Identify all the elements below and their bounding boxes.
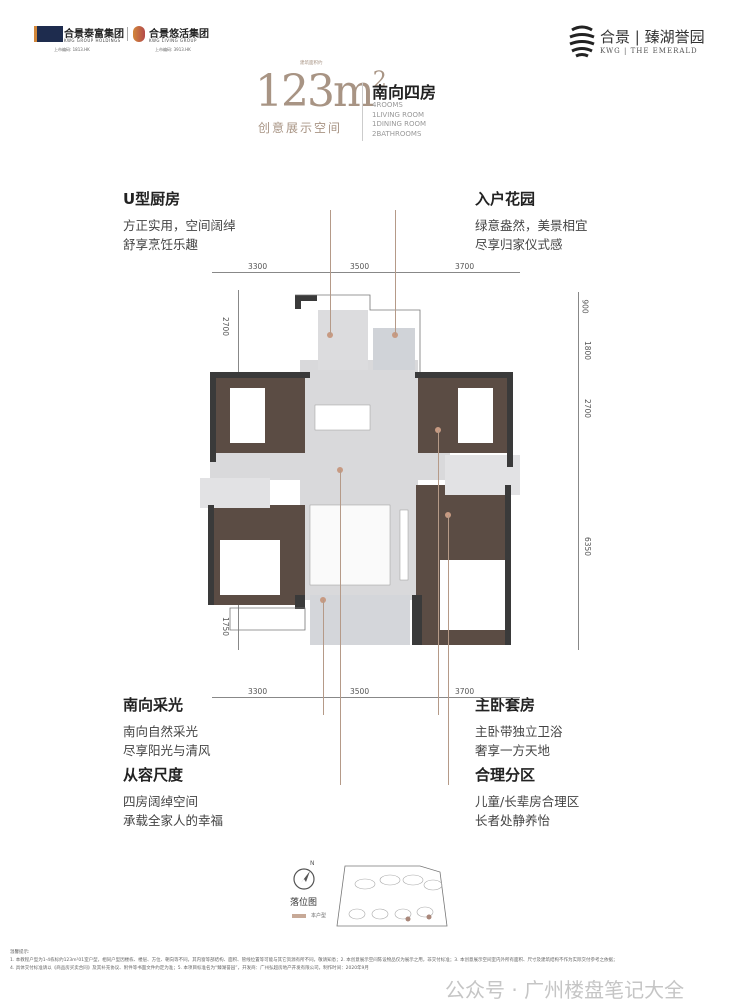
leader-scale [340,470,341,785]
north-label: N [310,860,315,867]
legend-swatch [292,914,306,918]
project-name-cn: 合景 | 臻湖誉园 [600,28,705,46]
outer-outline [229,294,421,631]
kitchen [318,310,368,370]
living-logo-sub: KWG LIVING GROUP [149,38,197,43]
footer-note: 4. 具体交付标准请以《商品房买卖合同》及其补充协议、附件等书面文件约定为准；5… [10,966,369,971]
legend-label: 本户型 [311,913,327,919]
top-dimension-line [212,272,520,273]
bathroom-west [200,478,270,508]
callout-line: 尽享阳光与清风 [123,743,211,758]
dining-table [314,404,371,431]
callout-lighting: 南向采光 南向自然采光 尽享阳光与清风 [123,694,211,760]
sofa-set [309,504,391,586]
south-balcony [310,595,410,645]
spec-living: 1LIVING ROOM [372,110,425,119]
site-plan-label: 落位图 [290,898,318,908]
kwg-logo-mark [34,26,63,42]
leader-kitchen [330,210,331,335]
top-dimension: 3700 [455,262,475,271]
living-logo-mark [133,26,145,42]
emerald-logo-mark [569,25,595,58]
bed [220,540,280,595]
callout-line: 承载全家人的幸福 [123,813,224,828]
walls [208,295,513,645]
callout-zoning: 合理分区 儿童/长辈房合理区 长者处静养怡 [475,764,579,830]
spec-bathrooms: 2BATHROOMS [372,129,422,138]
callout-line: 主卧带独立卫浴 [475,724,563,739]
callout-title: 南向采光 [123,696,184,714]
callout-line: 长者处静养怡 [475,813,551,828]
headline-divider [362,83,363,141]
unit-title: 南向四房 [372,83,437,102]
kwg-logo-name: 合景泰富集团 [64,29,124,40]
callout-title: 合理分区 [475,766,536,784]
callout-line: 奢享一方天地 [475,743,551,758]
tv-cabinet [399,509,409,581]
right-dimension: 1800 [583,340,593,361]
callout-line: 儿童/长辈房合理区 [475,794,580,809]
unit-area: 123m2 [255,68,387,114]
unit-specs: 4ROOMS 1LIVING ROOM 1DINING ROOM 2BATHRO… [372,101,426,139]
floor-plan [200,294,520,645]
compass-icon [293,868,315,890]
callout-line: 绿意盎然，美景相宜 [475,218,588,233]
callout-entrance-garden: 入户花园 绿意盎然，美景相宜 尽享归家仪式感 [475,188,588,254]
leader-lighting [323,600,324,715]
callout-line: 南向自然采光 [123,724,199,739]
kwg-listing: 上市编码: 1813.HK [54,47,90,52]
bed [458,388,493,443]
callout-line: 舒享烹饪乐趣 [123,237,199,252]
right-dimension-line [578,292,579,650]
bottom-dimension: 3500 [350,687,370,696]
callout-line: 尽享归家仪式感 [475,237,563,252]
footer-note: 1. 本教程户型为1-4栋标约123m²01室户型，相同户型因楼栋、楼层、方位、… [10,958,618,963]
living-logo-name: 合景悠活集团 [149,29,209,40]
callout-title: 从容尺度 [123,766,184,784]
living-listing: 上市编码: 3913.HK [155,47,191,52]
area-note: 建筑面积约 [300,61,323,66]
callout-title: 入户花园 [475,190,536,208]
bottom-dimension: 3300 [248,687,268,696]
leader-garden [395,210,396,335]
bottom-dimension-line [212,697,520,698]
site-plan-map [336,865,448,927]
callout-title: 主卧套房 [475,696,536,714]
right-dimension: 2700 [583,398,593,419]
logo-divider [127,27,128,41]
unit-area-value: 123m [255,66,375,117]
bed [230,388,265,443]
master-bed [440,560,505,630]
kwg-logo-sub: KWG GROUP HOLDINGS [64,38,121,43]
watermark: 公众号 · 广州楼盘笔记大全 [445,978,685,1002]
callout-title: U型厨房 [123,190,181,208]
unit-tagline: 创意展示空间 [258,121,343,135]
project-name-en: KWG | THE EMERALD [600,47,698,55]
callout-line: 四房阔绰空间 [123,794,199,809]
right-dimension: 6350 [583,536,593,557]
right-dimension: 900 [580,299,590,314]
callout-kitchen: U型厨房 方正实用，空间阔绰 舒享烹饪乐趣 [123,188,236,254]
corridor [210,450,450,480]
top-dimension: 3300 [248,262,268,271]
callout-line: 方正实用，空间阔绰 [123,218,236,233]
spec-dining: 1DINING ROOM [372,120,427,128]
leader-zoning [448,515,449,785]
footer-title: 温馨提示: [10,950,30,955]
spec-rooms: 4ROOMS [372,101,403,109]
unit-area-sup: 2 [372,68,387,93]
leader-master [438,430,439,715]
callout-master-suite: 主卧套房 主卧带独立卫浴 奢享一方天地 [475,694,563,760]
bottom-dimension: 3700 [455,687,475,696]
top-dimension: 3500 [350,262,370,271]
callout-scale: 从容尺度 四房阔绰空间 承载全家人的幸福 [123,764,223,830]
